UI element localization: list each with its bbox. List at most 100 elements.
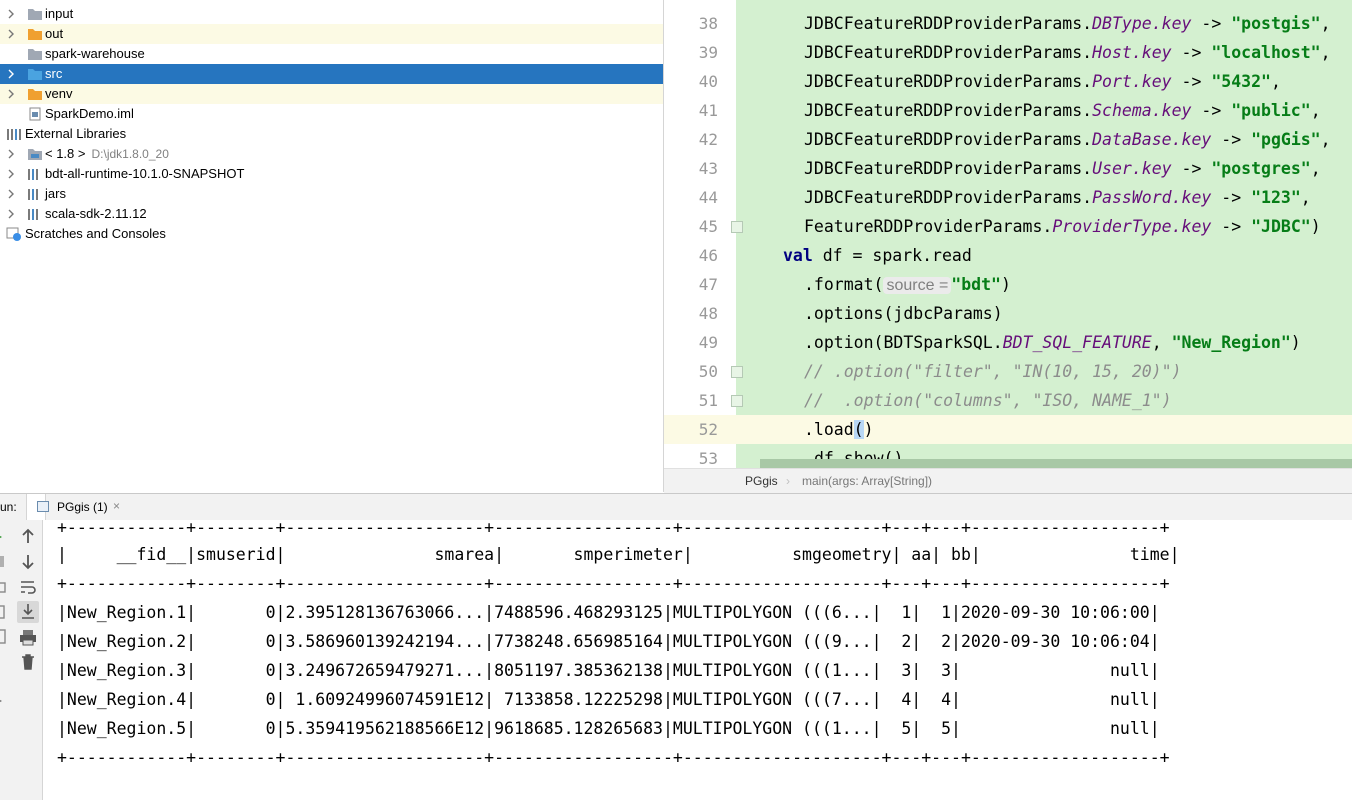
tree-item-label: input [45, 6, 74, 21]
matched-brace: ( [853, 420, 864, 439]
chevron-right-icon[interactable] [5, 68, 17, 80]
line-number: 48 [698, 304, 718, 323]
chevron-right-icon[interactable] [5, 88, 17, 100]
chevron-right-icon[interactable] [5, 208, 17, 220]
line-number: 38 [698, 14, 718, 33]
line-number: 46 [698, 246, 718, 265]
code-line: 44 JDBCFeatureRDDProviderParams.PassWord… [664, 183, 1352, 212]
soft-wrap-icon[interactable] [17, 576, 39, 598]
fold-marker-icon[interactable] [731, 395, 743, 407]
breadcrumb-separator: › [786, 474, 790, 488]
line-number: 39 [698, 43, 718, 62]
fold-marker-icon[interactable] [731, 221, 743, 233]
code-line: 38 JDBCFeatureRDDProviderParams.DBType.k… [664, 9, 1352, 38]
rerun-icon[interactable] [0, 526, 10, 548]
tree-item-external-libraries[interactable]: External Libraries [0, 124, 663, 144]
project-tree: input out spark-warehouse src venv Spark… [0, 0, 664, 492]
console-line: |New_Region.2| 0|3.586960139242194...|77… [57, 632, 1160, 651]
close-run-icon[interactable] [0, 690, 10, 712]
line-number: 42 [698, 130, 718, 149]
run-config-icon [37, 501, 49, 512]
tree-item-label: Scratches and Consoles [25, 226, 166, 241]
restore-layout-icon[interactable] [0, 601, 10, 623]
editor-gutter [664, 0, 736, 468]
breadcrumb-method[interactable]: main(args: Array[String]) [802, 474, 933, 488]
code-text: JDBCFeatureRDDProviderParams.Port.key ->… [804, 72, 1281, 91]
tree-item-src[interactable]: src [0, 64, 663, 84]
tree-item-label: spark-warehouse [45, 46, 145, 61]
chevron-right-icon[interactable] [5, 28, 17, 40]
run-tab-pggis[interactable]: PGgis (1) × [26, 494, 120, 520]
line-number: 44 [698, 188, 718, 207]
console-line: |New_Region.5| 0|5.359419562188566E12|96… [57, 719, 1160, 738]
code-text: JDBCFeatureRDDProviderParams.Schema.key … [804, 101, 1321, 120]
tree-item-sparkdemo-iml[interactable]: SparkDemo.iml [0, 104, 663, 124]
tree-item-label: jars [45, 186, 66, 201]
tree-item-jars[interactable]: jars [0, 184, 663, 204]
console-output[interactable]: +------------+--------+-----------------… [43, 520, 1352, 800]
code-text: .load() [804, 420, 874, 439]
run-label: un: [0, 500, 17, 514]
code-text: JDBCFeatureRDDProviderParams.Host.key ->… [804, 43, 1331, 62]
tree-item-label: scala-sdk-2.11.12 [45, 206, 147, 221]
breadcrumb-object[interactable]: PGgis [745, 474, 778, 488]
code-text: JDBCFeatureRDDProviderParams.DataBase.ke… [804, 130, 1331, 149]
code-line-current: 52 .load() [664, 415, 1352, 444]
console-line: |New_Region.1| 0|2.395128136763066...|74… [57, 603, 1160, 622]
tree-item-jdk[interactable]: < 1.8 >D:\jdk1.8.0_20 [0, 144, 663, 164]
scroll-to-end-icon[interactable] [17, 601, 39, 623]
fold-marker-icon[interactable] [731, 366, 743, 378]
code-line [664, 0, 1352, 9]
tree-item-input[interactable]: input [0, 4, 663, 24]
code-text: JDBCFeatureRDDProviderParams.PassWord.ke… [804, 188, 1311, 207]
line-number: 53 [698, 449, 718, 468]
code-text: val df = spark.read [783, 246, 972, 265]
camera-icon[interactable] [0, 576, 10, 598]
folder-icon [27, 7, 43, 21]
console-line: |New_Region.3| 0|3.249672659479271...|80… [57, 661, 1160, 680]
arrow-up-icon[interactable] [17, 526, 39, 548]
chevron-right-icon[interactable] [5, 148, 17, 160]
run-side-toolbar [0, 520, 43, 800]
console-line: +------------+--------+-----------------… [57, 520, 1170, 537]
tree-item-scala-sdk[interactable]: scala-sdk-2.11.12 [0, 204, 663, 224]
tree-item-scratches[interactable]: Scratches and Consoles [0, 224, 663, 244]
console-line: | __fid__|smuserid| smarea| smperimeter|… [57, 545, 1180, 564]
trash-icon[interactable] [17, 651, 39, 673]
line-number: 43 [698, 159, 718, 178]
settings-icon[interactable] [0, 626, 10, 648]
console-line: +------------+--------+-----------------… [57, 748, 1170, 767]
line-number: 52 [698, 420, 718, 439]
code-line: 39 JDBCFeatureRDDProviderParams.Host.key… [664, 38, 1352, 67]
tree-item-spark-warehouse[interactable]: spark-warehouse [0, 44, 663, 64]
tree-item-label: src [45, 66, 63, 81]
arrow-down-icon[interactable] [17, 551, 39, 573]
tree-item-label: SparkDemo.iml [45, 106, 134, 121]
libraries-icon [6, 127, 22, 141]
line-number: 45 [698, 217, 718, 236]
stop-icon[interactable] [0, 551, 10, 573]
tree-item-bdt-runtime[interactable]: bdt-all-runtime-10.1.0-SNAPSHOT [0, 164, 663, 184]
line-number: 41 [698, 101, 718, 120]
close-icon[interactable]: × [113, 499, 121, 513]
pin-icon[interactable] [0, 651, 10, 673]
chevron-right-icon[interactable] [5, 8, 17, 20]
print-icon[interactable] [17, 626, 39, 648]
code-comment: // .option("filter", "IN(10, 15, 20)") [804, 362, 1182, 381]
tree-item-label: out [45, 26, 64, 41]
chevron-right-icon[interactable] [5, 168, 17, 180]
breadcrumb: PGgis › main(args: Array[String]) [664, 468, 1352, 493]
line-number: 50 [698, 362, 718, 381]
tree-item-out[interactable]: out [0, 24, 663, 44]
code-line: 51 // .option("columns", "ISO, NAME_1") [664, 386, 1352, 415]
code-line: 47 .format(source ="bdt") [664, 270, 1352, 299]
module-file-icon [27, 107, 43, 121]
line-number: 51 [698, 391, 718, 410]
jdk-folder-icon [27, 147, 43, 161]
code-line: 50 // .option("filter", "IN(10, 15, 20)"… [664, 357, 1352, 386]
code-editor[interactable]: 38 JDBCFeatureRDDProviderParams.DBType.k… [664, 0, 1352, 468]
horizontal-scroll-indicator[interactable] [760, 459, 1352, 468]
code-text: JDBCFeatureRDDProviderParams.DBType.key … [804, 14, 1331, 33]
chevron-right-icon[interactable] [5, 188, 17, 200]
tree-item-venv[interactable]: venv [0, 84, 663, 104]
